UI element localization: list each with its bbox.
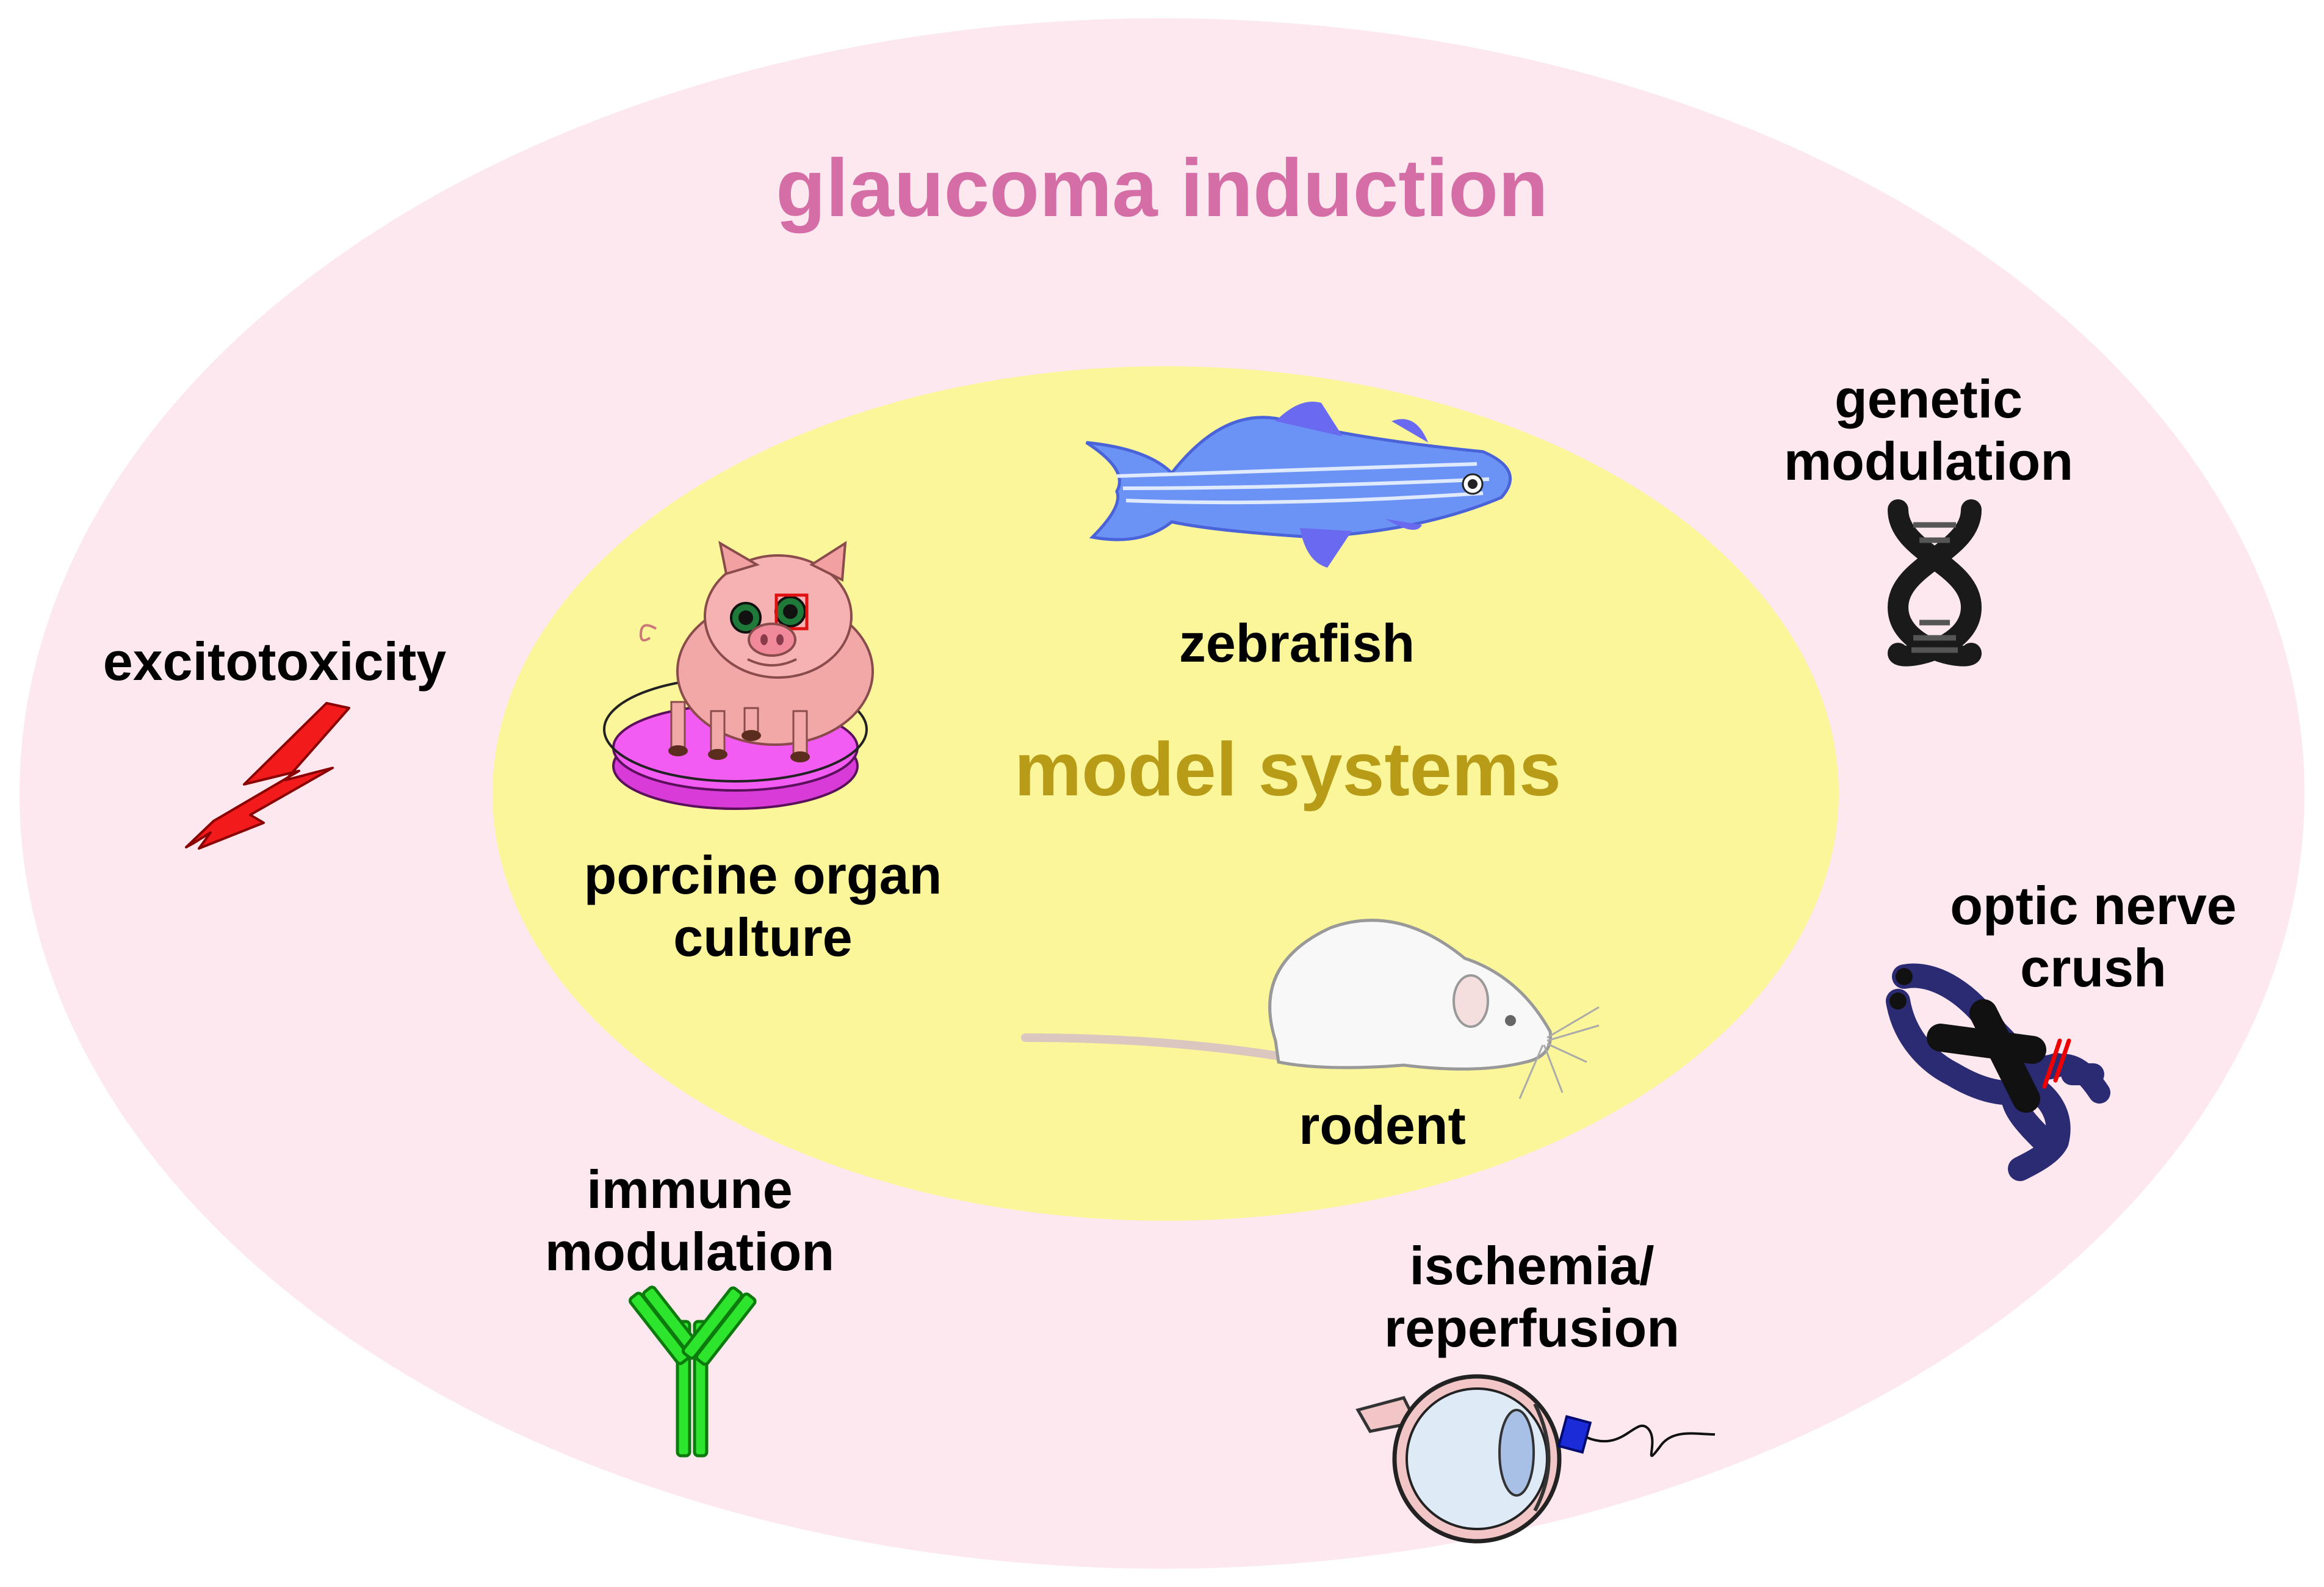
lightning-icon (185, 702, 350, 850)
label-ischemia-reperfusion: ischemia/ reperfusion (1318, 1239, 1745, 1355)
pig-icon (603, 541, 874, 810)
porcine-label-line2: culture (673, 907, 853, 967)
zebrafish-icon (1085, 402, 1512, 568)
genetic-label-line1: genetic (1834, 369, 2023, 429)
rat-icon (1021, 919, 1600, 1099)
dna-icon (1887, 499, 1982, 667)
genetic-label-line2: modulation (1783, 431, 2074, 491)
label-genetic-modulation: genetic modulation (1709, 372, 2148, 488)
rodent-label-text: rodent (1299, 1095, 1466, 1155)
ischemia-label-line2: reperfusion (1384, 1298, 1680, 1358)
label-porcine: porcine organ culture (519, 848, 1007, 964)
immune-label-line1: immune (586, 1159, 793, 1220)
excitotoxicity-label-text: excitotoxicity (103, 631, 447, 692)
label-zebrafish: zebrafish (1083, 616, 1510, 670)
label-optic-nerve-crush: optic nerve crush (1880, 879, 2307, 995)
outer-title: glaucoma induction (776, 143, 1548, 234)
label-rodent: rodent (1221, 1099, 1544, 1152)
forceps-icon (1886, 963, 2110, 1181)
label-excitotoxicity: excitotoxicity (55, 635, 494, 689)
zebrafish-label-text: zebrafish (1178, 613, 1415, 673)
porcine-label-line1: porcine organ (583, 845, 942, 905)
eye-icon (1355, 1374, 1716, 1544)
ischemia-label-line1: ischemia/ (1409, 1235, 1655, 1296)
immune-label-line2: modulation (544, 1221, 835, 1282)
antibody-icon (629, 1285, 757, 1458)
inner-title: model systems (1014, 728, 1561, 812)
optic-label-line1: optic nerve (1950, 875, 2237, 936)
optic-label-line2: crush (2020, 938, 2167, 998)
label-immune-modulation: immune modulation (476, 1163, 903, 1279)
